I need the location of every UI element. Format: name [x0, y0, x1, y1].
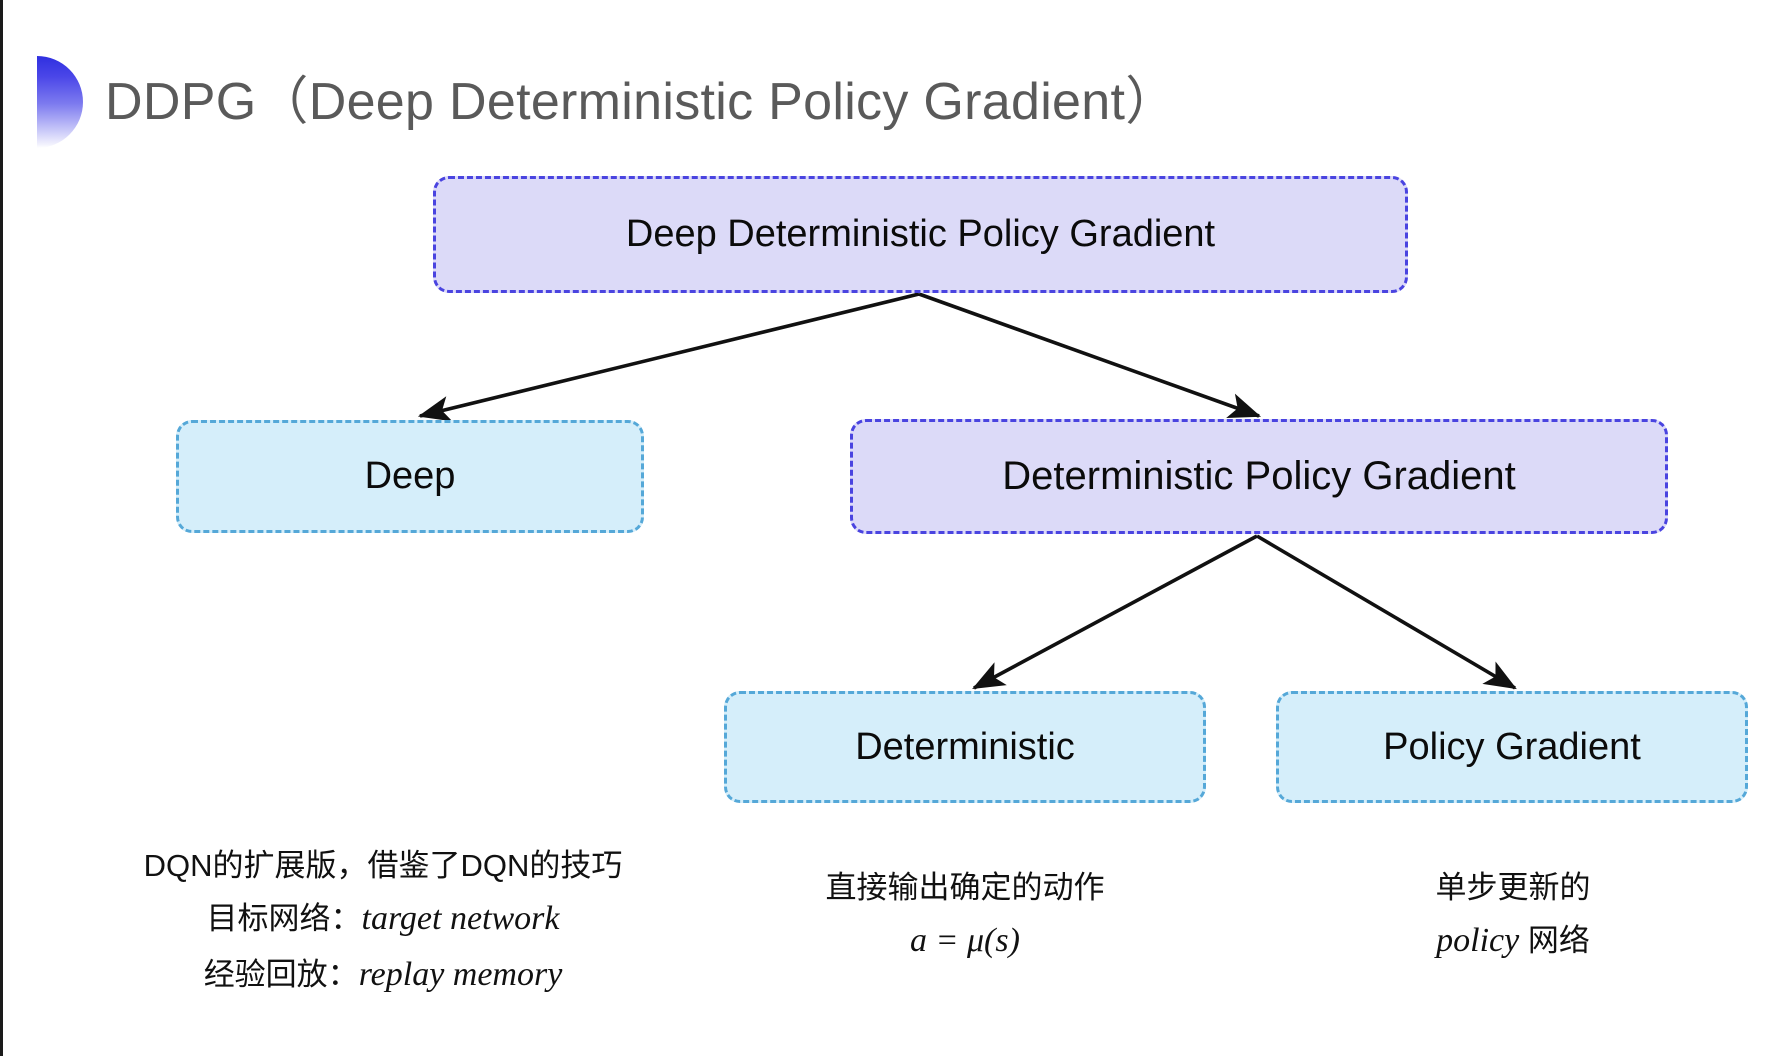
node-deterministic[interactable]: Deterministic [724, 691, 1206, 803]
caption-policy-gradient-line2-value: policy [1436, 922, 1520, 960]
caption-deep-line1: DQN的扩展版，借鉴了DQN的技巧 [143, 848, 623, 883]
arrow-dpg-to-deterministic [972, 534, 1258, 690]
caption-policy-gradient-line2: policy 网络 [1293, 913, 1733, 969]
node-label: Deep [364, 455, 456, 497]
caption-deterministic: 直接输出确定的动作 a = μ(s) [715, 862, 1215, 969]
caption-policy-gradient: 单步更新的 policy 网络 [1293, 862, 1733, 969]
node-label: Deterministic [855, 725, 1075, 768]
page-title: DDPG（Deep Deterministic Policy Gradient） [105, 73, 1178, 131]
node-label: Deep Deterministic Policy Gradient [625, 213, 1216, 255]
arrow-root-to-dpg [918, 292, 1262, 418]
node-label: Policy Gradient [1383, 725, 1641, 768]
slide-title-row: DDPG（Deep Deterministic Policy Gradient） [3, 56, 1178, 148]
node-policy-gradient[interactable]: Policy Gradient [1276, 691, 1748, 803]
arrow-root-to-deep [417, 292, 920, 422]
half-circle-gradient-icon [37, 56, 83, 148]
caption-deep-line2: 目标网络：target network [63, 891, 703, 947]
node-deep[interactable]: Deep [176, 420, 644, 533]
caption-deterministic-formula: a = μ(s) [910, 922, 1020, 960]
caption-deep: DQN的扩展版，借鉴了DQN的技巧 目标网络：target network 经验… [63, 840, 703, 1003]
caption-deep-line2-value: target network [361, 900, 560, 938]
node-deterministic-policy-gradient[interactable]: Deterministic Policy Gradient [850, 419, 1668, 534]
caption-policy-gradient-line2-suffix: 网络 [1519, 923, 1590, 959]
caption-deep-line3-label: 经验回放： [203, 957, 359, 993]
node-label: Deterministic Policy Gradient [1002, 454, 1516, 498]
caption-deep-line3: 经验回放：replay memory [63, 947, 703, 1003]
caption-deep-line2-label: 目标网络： [206, 901, 362, 937]
arrow-dpg-to-policy-gradient [1256, 534, 1517, 690]
caption-policy-gradient-line1: 单步更新的 [1435, 870, 1591, 905]
caption-deterministic-line1: 直接输出确定的动作 [825, 870, 1105, 905]
node-deep-deterministic-policy-gradient[interactable]: Deep Deterministic Policy Gradient [433, 176, 1408, 293]
caption-deep-line3-value: replay memory [358, 956, 563, 994]
